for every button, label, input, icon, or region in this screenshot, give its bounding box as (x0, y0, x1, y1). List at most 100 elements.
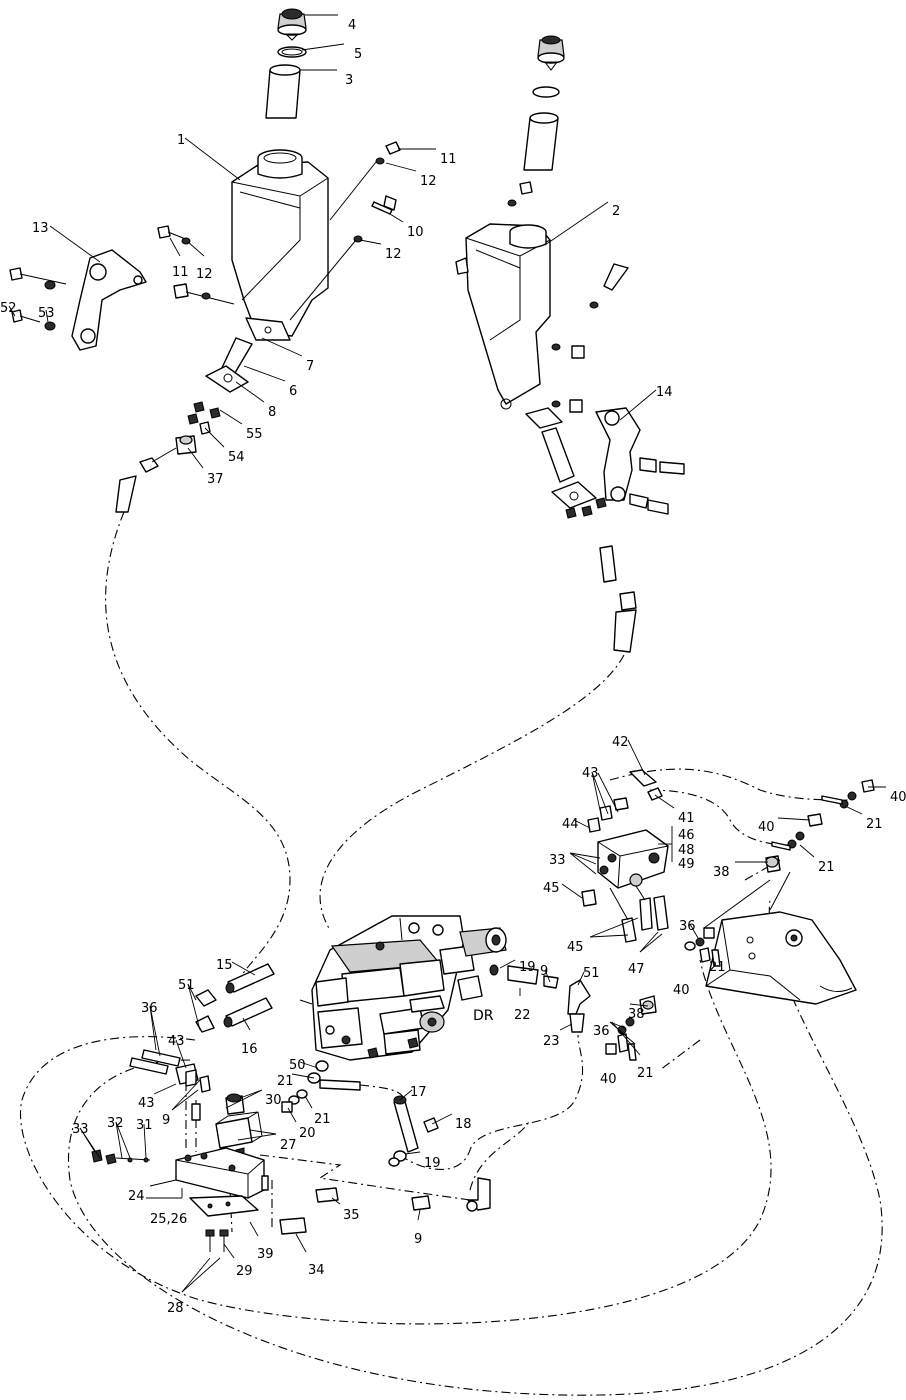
leader-c14 (619, 389, 657, 421)
leader-c38b (629, 1003, 649, 1007)
leader-c11b (169, 237, 181, 257)
callout-c14: 14 (656, 385, 673, 400)
leader-c23 (559, 1023, 573, 1031)
filler-cap-right (523, 35, 565, 171)
leader-c21b (799, 844, 815, 858)
callout-c10: 10 (407, 225, 424, 240)
leader-c8 (235, 381, 265, 403)
leader-extra-0 (591, 771, 609, 815)
callout-c25: 25,26 (150, 1212, 187, 1227)
suction-assembly-left (115, 337, 253, 513)
leader-c2 (544, 201, 609, 246)
leader-extra-6 (187, 983, 197, 1001)
callout-c53: 53 (38, 306, 55, 321)
leader-c6 (243, 365, 286, 382)
callout-c21b: 21 (818, 860, 835, 875)
hose-17-assembly (281, 1060, 439, 1167)
callout-c35: 35 (343, 1208, 360, 1223)
leader-c43c (153, 1083, 177, 1095)
leader-c44 (573, 819, 591, 829)
callout-c19b: 19 (424, 1156, 441, 1171)
callout-c19a: 19 (519, 960, 536, 975)
callout-c38b: 38 (628, 1007, 645, 1022)
leader-c36b (149, 1005, 157, 1051)
leader-c45b (589, 934, 629, 938)
leader-c43a (591, 771, 601, 811)
leader-c51b (187, 983, 201, 1031)
leader-c52 (8, 305, 16, 317)
callout-c21a: 21 (866, 817, 883, 832)
callout-c31: 31 (136, 1118, 153, 1133)
callout-c12a: 12 (420, 174, 437, 189)
callout-c55: 55 (246, 427, 263, 442)
leader-c33a (569, 852, 601, 859)
leader-c17 (399, 1089, 413, 1101)
bracket-left (9, 249, 147, 351)
callout-c36a: 36 (679, 919, 696, 934)
left-screws (91, 1149, 151, 1165)
callout-c40d: 40 (600, 1072, 617, 1087)
callout-c41: 41 (678, 811, 695, 826)
callout-c11b: 11 (172, 265, 189, 280)
leader-c53 (45, 309, 49, 323)
leader-c32 (115, 1121, 123, 1159)
leader-extra-14 (611, 1021, 641, 1056)
callout-c40a: 40 (890, 790, 906, 805)
callout-c51b: 51 (178, 978, 195, 993)
leader-c16 (242, 1017, 251, 1031)
callout-c50: 50 (289, 1058, 306, 1073)
leader-c5 (301, 43, 345, 51)
leader-c35 (331, 1197, 341, 1205)
callout-c33a: 33 (549, 853, 566, 868)
suction-assembly-right (525, 407, 637, 653)
callout-c12c: 12 (385, 247, 402, 262)
leader-c9a (544, 969, 551, 983)
leader-c31 (143, 1123, 147, 1159)
leader-c12c (359, 239, 382, 245)
callout-c30: 30 (265, 1093, 282, 1108)
callout-c54: 54 (228, 450, 245, 465)
callout-leaders (8, 14, 886, 1293)
leader-c9b (171, 1089, 199, 1111)
leader-c37 (187, 447, 204, 469)
callout-c4: 4 (348, 18, 356, 33)
leader-extra-2 (569, 852, 597, 865)
callout-c20: 20 (299, 1126, 316, 1141)
callout-c52: 52 (0, 301, 17, 316)
solenoid-valve (215, 1093, 263, 1169)
callout-c3: 3 (345, 73, 353, 88)
leader-c21e (291, 1073, 315, 1079)
callout-c16: 16 (241, 1042, 258, 1057)
main-control-valve (299, 915, 507, 1061)
callout-c7: 7 (306, 359, 314, 374)
callout-c21f: 21 (314, 1112, 331, 1127)
leader-c34 (295, 1233, 307, 1253)
leader-c55 (219, 409, 243, 425)
callout-c44: 44 (562, 817, 579, 832)
leader-c21f (304, 1095, 313, 1109)
leader-c9c (417, 1209, 421, 1221)
reservoir-left (231, 149, 329, 341)
leader-c7 (261, 337, 303, 357)
leader-c40b (777, 817, 811, 821)
callout-c37: 37 (207, 472, 224, 487)
valve-block (175, 1147, 269, 1217)
leader-c36a (689, 923, 699, 939)
callout-c8: 8 (268, 405, 276, 420)
leader-extra-12 (181, 1257, 221, 1293)
leader-c54 (204, 427, 225, 448)
leader-c13 (49, 225, 101, 263)
leader-extra-1 (597, 772, 619, 813)
callout-c48: 48 (678, 843, 695, 858)
callout-c13: 13 (32, 221, 49, 236)
drain-port-label: DR (473, 1008, 494, 1024)
callout-c49: 49 (678, 857, 695, 872)
leader-extra-10 (225, 1089, 263, 1109)
leader-c12a (385, 162, 417, 172)
callout-c45b: 45 (567, 940, 584, 955)
callout-c12b: 12 (196, 267, 213, 282)
leader-c51a (577, 971, 585, 986)
callout-c38a: 38 (713, 865, 730, 880)
